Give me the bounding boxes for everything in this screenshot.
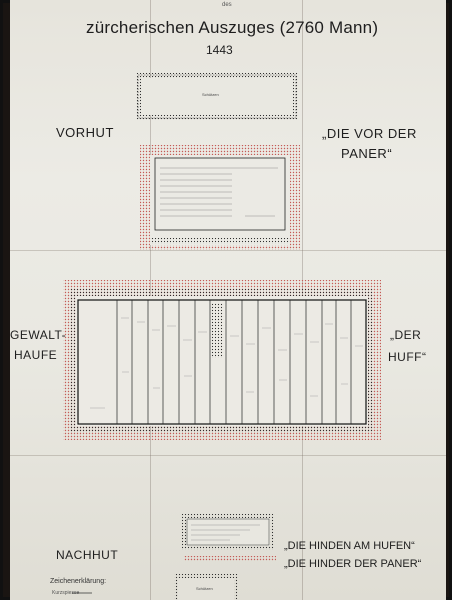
- vorhut-right-label-1: „DIE VOR DER: [322, 126, 417, 141]
- gewalthaufe-label-1: GEWALT-: [10, 328, 67, 342]
- page-year: 1443: [206, 43, 233, 57]
- fold-line: [10, 250, 446, 251]
- nachhut-schuetzen-inner: [178, 578, 234, 600]
- nachhut-inner: [186, 518, 270, 546]
- formation-diagram: [63, 73, 381, 600]
- vorhut-list-box: [154, 157, 286, 231]
- nachhut-red-row: [184, 556, 276, 561]
- vorhut-label: VORHUT: [56, 125, 114, 140]
- battle-order-sheet: des zürcherischen Auszuges (2760 Mann) 1…: [10, 0, 446, 600]
- nachhut-schuetzen-label: Schützen: [196, 586, 213, 591]
- vorhut-schuetzen-inner: [141, 78, 293, 115]
- nachhut-right-label-1: „DIE HINDEN AM HUFEN“: [284, 540, 415, 552]
- legend-line-label: Kurzspiesse: [52, 590, 80, 596]
- vorhut-front-row: [150, 238, 290, 244]
- gewalthaufe-columns: [116, 300, 352, 424]
- vorhut-right-label-2: PANER“: [341, 146, 393, 161]
- huff-label-2: HUFF“: [388, 350, 427, 364]
- header-small-text: des: [222, 2, 232, 8]
- gewalthaufe-label-2: HAUFE: [14, 348, 58, 362]
- vorhut-inner: [150, 155, 290, 245]
- huff-label-1: „DER: [390, 328, 422, 342]
- nachhut-label: NACHHUT: [56, 548, 119, 562]
- fold-line: [10, 455, 446, 456]
- gewalthaufe-annotations: [90, 317, 363, 409]
- page-title: zürcherischen Auszuges (2760 Mann): [86, 18, 379, 37]
- vorhut-schuetzen-label: Schützen: [202, 92, 219, 97]
- banner-position: [211, 303, 224, 358]
- gewalthaufe-block: [77, 299, 367, 425]
- legend-title: Zeichenerklärung:: [50, 578, 107, 585]
- nachhut-list-box: [186, 518, 270, 546]
- nachhut-right-label-2: „DIE HINDER DER PANER“: [284, 558, 422, 570]
